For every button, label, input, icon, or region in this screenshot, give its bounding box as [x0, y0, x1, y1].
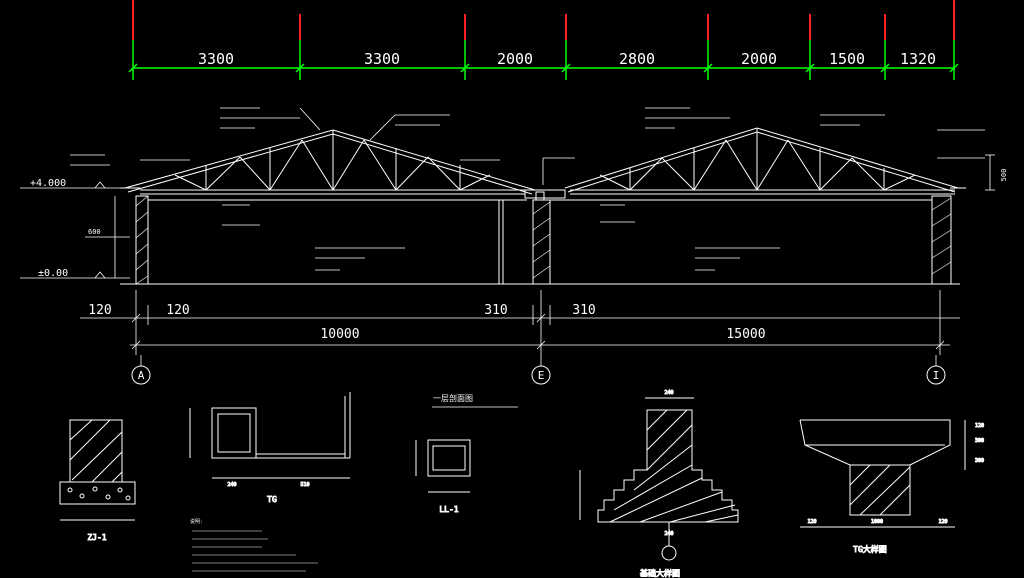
tg-detail-h-1: 120	[975, 423, 984, 429]
dim-mid-b: 310	[572, 303, 595, 318]
top-dim-1: 3300	[198, 50, 234, 68]
axis-bubble-e	[531, 365, 551, 385]
tg-large-detail: 120 1000 120 120 300 300 TG大样图	[799, 419, 985, 555]
axis-label-a: A	[138, 369, 145, 382]
axis-bubbles: A E I	[131, 355, 946, 385]
tg-detail-label: TG大样图	[853, 544, 887, 554]
elevation-600: 600	[88, 228, 101, 236]
tg-detail-dim-1: 120	[807, 519, 816, 525]
dim-mid-a: 310	[484, 303, 507, 318]
axis-label-e: E	[538, 369, 545, 382]
top-dim-7: 1320	[900, 50, 936, 68]
bottom-dimensions: 120 120 310 310 10000 15000	[80, 290, 960, 355]
section-walls	[120, 187, 966, 285]
tg-detail-h-3: 300	[975, 458, 984, 464]
top-dim-2: 3300	[364, 50, 400, 68]
tg-detail-dim-3: 120	[938, 519, 947, 525]
elevation-ground: ±0.00	[38, 268, 68, 279]
top-dim-5: 2000	[741, 50, 777, 68]
ll-1-detail: LL-1	[415, 439, 471, 515]
dim-left-a: 120	[88, 303, 111, 318]
top-dim-3: 2000	[497, 50, 533, 68]
right-roof-truss	[564, 127, 959, 195]
left-roof-truss	[124, 129, 536, 195]
dim-span-right: 15000	[726, 327, 765, 342]
axis-label-i: I	[933, 369, 940, 382]
notes-block: 说明：	[190, 518, 318, 572]
tg-detail: 240 510 TG	[189, 392, 351, 505]
dim-span-left: 10000	[320, 327, 359, 342]
tg-dim-1: 240	[227, 482, 236, 488]
top-dim-6: 1500	[829, 50, 865, 68]
tg-detail-dim-2: 1000	[871, 519, 883, 525]
elevation-markers: +4.000 ±0.00 600 500	[20, 154, 1008, 279]
wall-hatching	[135, 195, 952, 285]
notes-title: 说明：	[190, 518, 205, 525]
elevation-roof: +4.000	[30, 178, 66, 189]
axis-bubble-i	[926, 365, 946, 385]
leader-annotations	[70, 107, 985, 271]
foundation-dim-2: 240	[664, 531, 673, 537]
zj-1-detail: ZJ-1	[59, 419, 136, 543]
axis-bubble-a	[131, 365, 151, 385]
zj-1-label: ZJ-1	[87, 533, 106, 542]
tg-detail-h-2: 300	[975, 438, 984, 444]
top-dimension-chain: 3300 3300 2000 2800 2000 1500 1320	[128, 0, 959, 80]
ll-1-label: LL-1	[439, 505, 458, 514]
foundation-dim-1: 240	[664, 390, 673, 396]
foundation-label: 基础大样图	[640, 568, 680, 578]
dim-left-b: 120	[166, 303, 189, 318]
top-dim-4: 2800	[619, 50, 655, 68]
roof-height-dim: 500	[1000, 169, 1008, 182]
tg-dim-2: 510	[300, 482, 309, 488]
foundation-detail: 240 240 基础大样图	[579, 390, 739, 578]
tg-label: TG	[267, 495, 277, 504]
section-title: 一层剖面图	[433, 393, 473, 403]
